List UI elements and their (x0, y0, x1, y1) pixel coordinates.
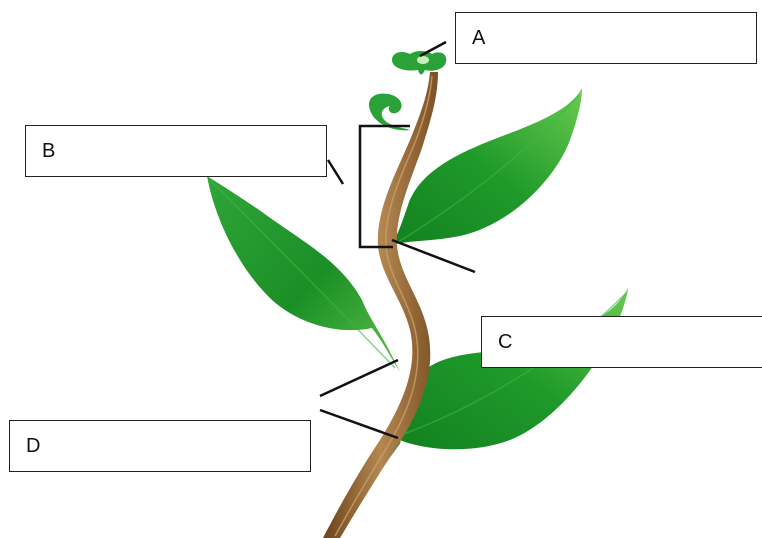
label-c: C (498, 331, 512, 354)
leader-line-bracket (392, 240, 475, 272)
label-d: D (26, 435, 40, 458)
leaf-vein (210, 180, 395, 368)
label-box-b[interactable]: B (25, 125, 327, 177)
leader-line-d (320, 410, 398, 438)
bud-highlight (417, 56, 429, 64)
leaf-lower-right (395, 288, 628, 449)
leader-line-c (320, 360, 398, 396)
label-b: B (42, 140, 55, 163)
label-box-a[interactable]: A (455, 12, 757, 64)
label-box-c[interactable]: C (481, 316, 762, 368)
label-box-d[interactable]: D (9, 420, 311, 472)
leaf-upper-right (390, 88, 582, 246)
leader-line-b (328, 160, 343, 184)
label-a: A (472, 27, 485, 50)
